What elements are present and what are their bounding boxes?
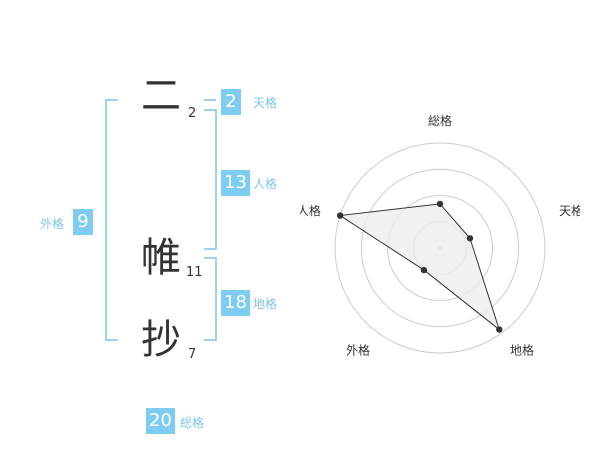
jinkaku-badge: 13 — [221, 170, 250, 196]
radar-point-3 — [496, 326, 503, 333]
stroke-count-1: 2 — [188, 106, 197, 121]
chikaku-bracket — [204, 257, 217, 341]
stroke-count-3: 7 — [188, 347, 197, 362]
jinkaku-label: 人格 — [253, 177, 278, 191]
radar-point-5 — [336, 212, 344, 219]
radar-axis-label-1: 総格 — [428, 113, 452, 128]
name-char-1: 二 — [141, 73, 181, 119]
radar-ring-3 — [360, 168, 520, 328]
soukaku-label: 総格 — [180, 416, 205, 430]
radar-axis-label-5: 人格 — [300, 203, 321, 218]
gaikaku-bracket — [105, 99, 118, 341]
name-char-3: 抄 — [141, 317, 181, 363]
jinkaku-bracket — [204, 109, 217, 250]
radar-ring-2 — [387, 195, 493, 301]
tenkaku-badge: 2 — [221, 89, 241, 115]
stroke-count-2: 11 — [186, 265, 203, 280]
radar-axis-label-2: 天格 — [559, 203, 580, 218]
radar-ring-4 — [334, 142, 546, 354]
chikaku-badge: 18 — [221, 290, 250, 316]
tenkaku-label: 天格 — [253, 96, 278, 110]
chikaku-label: 地格 — [253, 297, 278, 311]
gaikaku-badge: 9 — [73, 209, 93, 235]
radar-series-area — [338, 203, 501, 331]
name-char-2: 帷 — [141, 235, 181, 281]
gaikaku-label: 外格 — [40, 217, 65, 231]
radar-point-2 — [466, 235, 474, 242]
soukaku-badge: 20 — [146, 408, 175, 434]
radar-point-4 — [420, 266, 428, 274]
radar-axis-label-3: 地格 — [510, 342, 534, 357]
radar-axis-label-4: 外格 — [346, 342, 370, 357]
radar-point-1 — [436, 200, 444, 208]
